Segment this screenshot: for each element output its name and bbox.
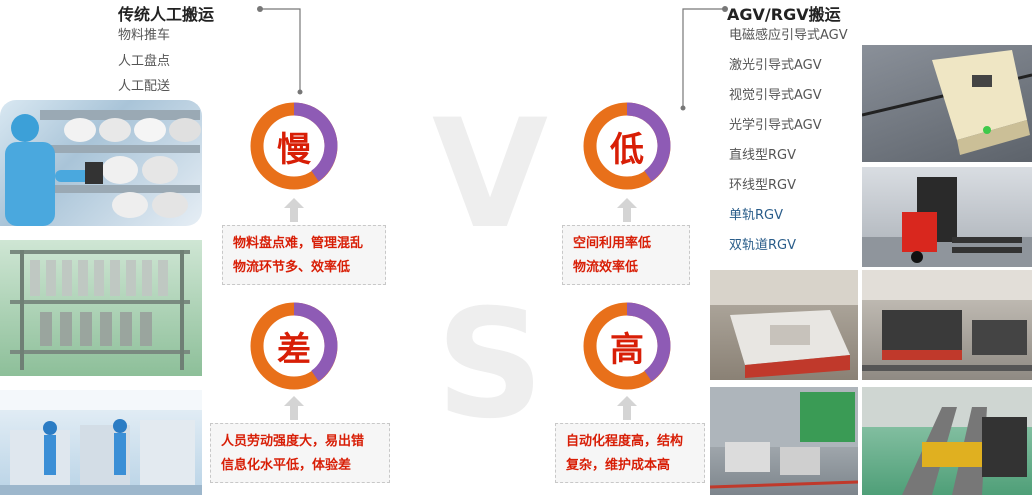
up-arrow-icon	[284, 198, 304, 222]
right-item-8: 双轨道RGV	[729, 238, 796, 253]
photo-worker-reels	[0, 100, 202, 226]
left-poor-line-2: 信息化水平低，体验差	[221, 458, 352, 473]
photo-material-cart	[0, 240, 202, 376]
right-item-4: 光学引导式AGV	[729, 118, 822, 133]
left-poor-description: 人员劳动强度大，易出错 信息化水平低，体验差	[210, 423, 390, 483]
right-low-line-1: 空间利用率低	[573, 236, 652, 251]
up-arrow-icon	[617, 396, 637, 420]
left-slow-line-2: 物流环节多、效率低	[233, 260, 351, 275]
right-ring-high	[583, 302, 671, 390]
left-char-slow: 慢	[277, 129, 311, 170]
right-item-2: 激光引导式AGV	[729, 58, 822, 73]
left-slow-description: 物料盘点难，管理混乱 物流环节多、效率低	[222, 225, 386, 285]
up-arrow-icon	[617, 198, 637, 222]
photo-rgv-cart-1	[710, 270, 858, 380]
photo-rgv-warehouse-2	[862, 387, 1032, 495]
right-ring-low	[583, 102, 671, 190]
left-poor-line-1: 人员劳动强度大，易出错	[221, 434, 365, 449]
right-char-low: 低	[610, 129, 644, 170]
right-high-description: 自动化程度高，结构 复杂，维护成本高	[555, 423, 705, 483]
left-ring-poor	[250, 302, 338, 390]
photo-production-line	[0, 390, 202, 495]
vs-letter-s: S	[435, 278, 545, 452]
up-arrow-icon	[284, 396, 304, 420]
right-title: AGV/RGV搬运	[727, 5, 841, 24]
right-connector-line	[680, 6, 728, 111]
right-item-3: 视觉引导式AGV	[729, 88, 822, 103]
left-item-inventory: 人工盘点	[118, 54, 171, 69]
left-char-poor: 差	[277, 329, 311, 370]
left-ring-slow	[250, 102, 338, 190]
photo-forklift-agv	[862, 167, 1032, 267]
photo-magnetic-agv	[862, 45, 1032, 162]
left-connector-line	[257, 6, 303, 95]
left-item-delivery: 人工配送	[118, 79, 171, 94]
left-slow-line-1: 物料盘点难，管理混乱	[233, 236, 364, 251]
right-high-line-1: 自动化程度高，结构	[566, 434, 684, 449]
right-low-description: 空间利用率低 物流效率低	[562, 225, 690, 285]
right-item-7: 单轨RGV	[729, 208, 783, 223]
right-low-line-2: 物流效率低	[573, 260, 639, 275]
photo-rgv-warehouse-1	[710, 387, 858, 495]
right-item-5: 直线型RGV	[729, 148, 796, 163]
left-title: 传统人工搬运	[118, 5, 215, 24]
photo-rgv-cart-2	[862, 270, 1032, 380]
right-char-high: 高	[610, 329, 644, 370]
right-item-6: 环线型RGV	[729, 178, 796, 193]
right-item-1: 电磁感应引导式AGV	[729, 28, 848, 43]
left-item-cart: 物料推车	[118, 28, 171, 43]
vs-letter-v: V	[431, 88, 549, 262]
right-high-line-2: 复杂，维护成本高	[566, 458, 671, 473]
